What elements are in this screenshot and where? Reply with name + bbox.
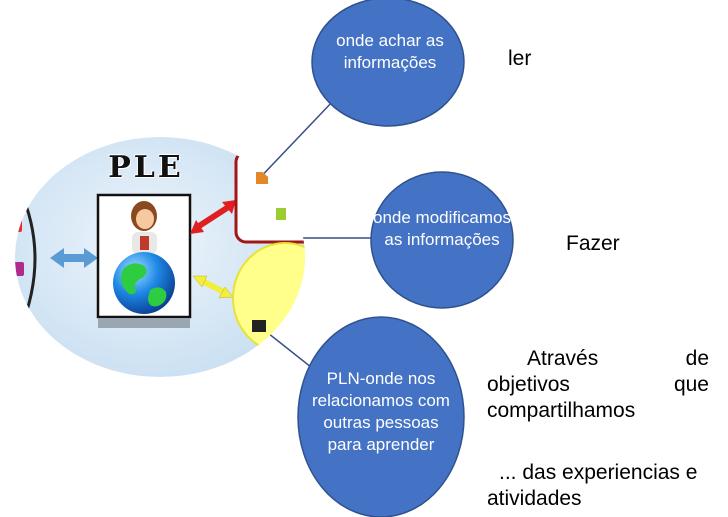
pdf-icon xyxy=(15,218,22,232)
node-middle-label: onde modificamos as informações xyxy=(373,208,511,249)
connector-top xyxy=(253,99,335,185)
person-figure-icon xyxy=(131,201,157,254)
node-bottom-circle xyxy=(297,316,465,517)
node-middle-circle xyxy=(370,171,514,309)
red-double-arrow xyxy=(190,200,236,234)
ple-title: PLE xyxy=(108,150,184,185)
resource-panel xyxy=(234,150,305,244)
side-label-ler: ler xyxy=(508,47,532,70)
yellow-double-arrow xyxy=(192,275,234,299)
ple-center-image xyxy=(15,137,305,377)
document-icon xyxy=(15,262,24,276)
node-top-label: onde achar as informações xyxy=(336,31,444,72)
blue-double-arrow xyxy=(50,248,98,268)
node-bottom-label: PLN-onde nos relacionamos com outras pes… xyxy=(312,369,450,454)
frame-shadow xyxy=(98,318,190,328)
node-top-circle xyxy=(311,0,465,127)
side-label-objetivos: Através de objetivos que compartilhamos xyxy=(487,347,709,422)
side-label-fazer: Fazer xyxy=(566,232,620,255)
side-label-experiencias: ... das experiencias e atividades xyxy=(487,461,698,510)
network-panel xyxy=(232,242,305,354)
globe-icon xyxy=(113,252,175,314)
